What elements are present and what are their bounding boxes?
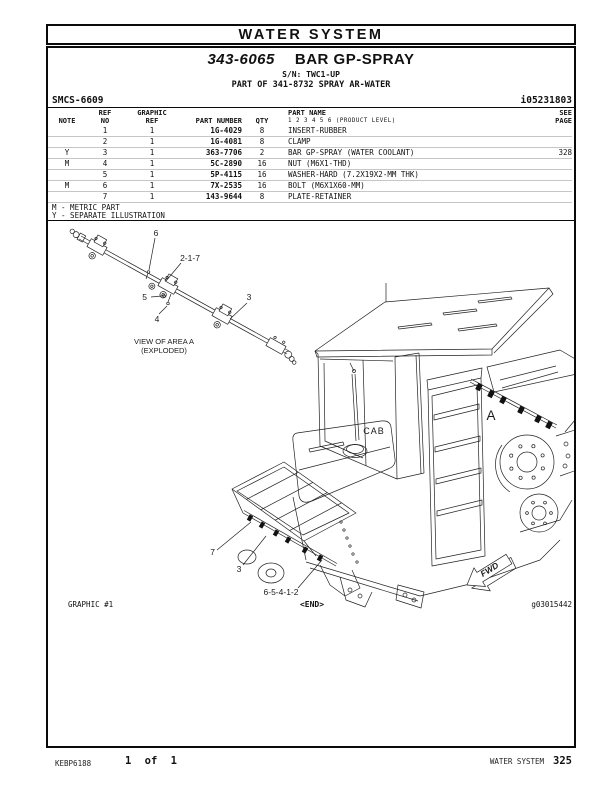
col-see-page: SEE PAGE xyxy=(555,109,572,125)
footer-section: WATER SYSTEM xyxy=(489,757,545,766)
end-marker: <END> xyxy=(299,600,325,609)
legend-separate-illustration: Y - SEPARATE ILLUSTRATION xyxy=(52,211,165,220)
exploded-caption-line1: VIEW OF AREA A xyxy=(134,337,194,346)
divider-illustration xyxy=(46,220,576,221)
table-row: Y 3 1 363-7706 2 BAR GP-SPRAY (WATER COO… xyxy=(48,147,572,159)
content-frame xyxy=(46,46,576,748)
table-row: M 4 1 5C-2890 16 NUT (M6X1-THD) xyxy=(48,158,572,170)
col-part-number: PART NUMBER xyxy=(195,116,242,125)
callout-group-label: 6-5-4-1-2 xyxy=(264,587,299,597)
footer-doc-code: KEBP6188 xyxy=(55,759,92,768)
media-id: i05231803 xyxy=(520,95,572,106)
col-note: NOTE xyxy=(58,116,76,125)
col-graphic-ref: GRAPHIC REF xyxy=(137,109,167,125)
section-title-box: WATER SYSTEM xyxy=(46,24,576,45)
table-row: M 6 1 7X-2535 16 BOLT (M6X1X60-MM) xyxy=(48,180,572,192)
area-a-label: A xyxy=(486,408,495,423)
smcs-row: SMCS-6609 i05231803 xyxy=(52,95,572,106)
part-of-line: PART OF 341-8732 SPRAY AR-WATER xyxy=(231,80,391,90)
machine-drawing xyxy=(216,283,574,609)
cab-label: CAB xyxy=(363,426,385,436)
technical-illustration: 6 2-1-7 5 4 3 VIEW OF AREA A (EXPLODED) xyxy=(69,228,574,609)
table-row: 2 1 1G-4081 8 CLAMP xyxy=(48,136,572,148)
callout-6-label: 6 xyxy=(154,228,159,238)
table-row: 7 1 143-9644 8 PLATE-RETAINER xyxy=(48,191,572,203)
table-header: NOTE REF NO GRAPHIC REF PART NUMBER QTY … xyxy=(48,109,572,125)
col-part-name: PART NAME 1 2 3 4 5 6 (PRODUCT LEVEL) xyxy=(288,109,396,124)
part-name-title: BAR GP-SPRAY xyxy=(294,51,415,68)
col-ref-no: REF NO xyxy=(98,109,112,125)
exploded-view-drawing xyxy=(69,228,297,365)
footer-right-group: WATER SYSTEM 325 xyxy=(490,755,572,767)
product-level-scale: 1 2 3 4 5 6 (PRODUCT LEVEL) xyxy=(288,117,396,124)
footer-page-number: 325 xyxy=(553,755,572,767)
part-number-title: 343-6065 xyxy=(207,51,275,68)
section-title: WATER SYSTEM xyxy=(238,26,384,43)
part-title-row: 343-6065 BAR GP-SPRAY xyxy=(46,51,576,68)
table-row: 1 1 1G-4029 8 INSERT-RUBBER xyxy=(48,125,572,137)
col-qty: QTY xyxy=(255,116,269,125)
footer-page-indicator: 1 of 1 xyxy=(125,755,177,767)
legend-metric: M - METRIC PART xyxy=(52,203,120,212)
graphic-id: g03015442 xyxy=(531,600,572,609)
callout-5-label: 5 xyxy=(142,292,147,302)
callout-3-machine-label: 3 xyxy=(237,564,242,574)
callout-2-1-7-label: 2-1-7 xyxy=(180,253,200,263)
callout-7-label: 7 xyxy=(210,547,215,557)
exploded-caption-line2: (EXPLODED) xyxy=(141,346,187,355)
smcs-code: SMCS-6609 xyxy=(52,95,104,106)
divider-top xyxy=(46,107,576,108)
serial-number-line: S/N: TWC1-UP xyxy=(282,70,340,79)
graphic-number-label: GRAPHIC #1 xyxy=(68,600,114,609)
callout-3-exploded-label: 3 xyxy=(247,292,252,302)
callout-4-label: 4 xyxy=(155,314,160,324)
table-row: 5 1 5P-4115 16 WASHER-HARD (7.2X19X2-MM … xyxy=(48,169,572,181)
